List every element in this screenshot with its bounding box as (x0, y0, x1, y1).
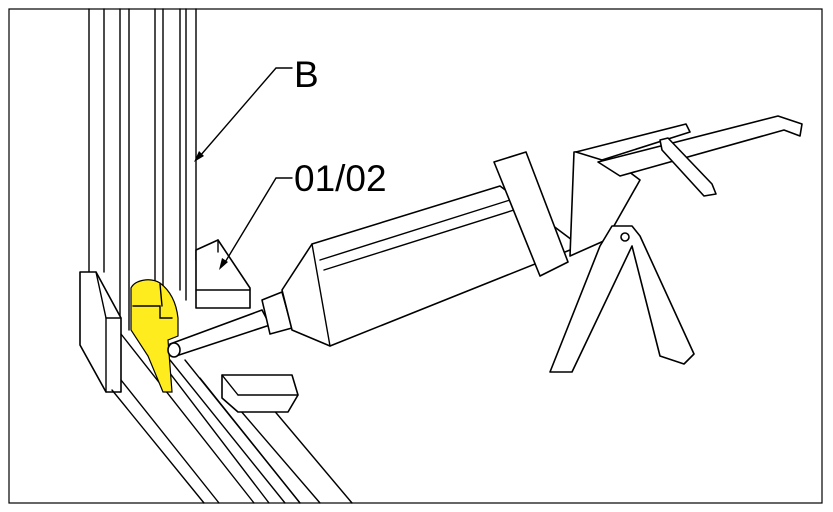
frame-border (8, 8, 823, 504)
corner-connector-lower (221, 374, 299, 413)
sealant-bead (130, 279, 179, 393)
sill-block (79, 271, 122, 393)
leader-01-02 (219, 177, 293, 270)
label-part-01-02: 01/02 (294, 158, 387, 199)
leader-b (194, 67, 293, 162)
sill-profile (111, 333, 353, 504)
corner-connector-upper (195, 239, 251, 309)
caulking-gun-icon (167, 115, 803, 373)
label-b: B (294, 54, 319, 95)
